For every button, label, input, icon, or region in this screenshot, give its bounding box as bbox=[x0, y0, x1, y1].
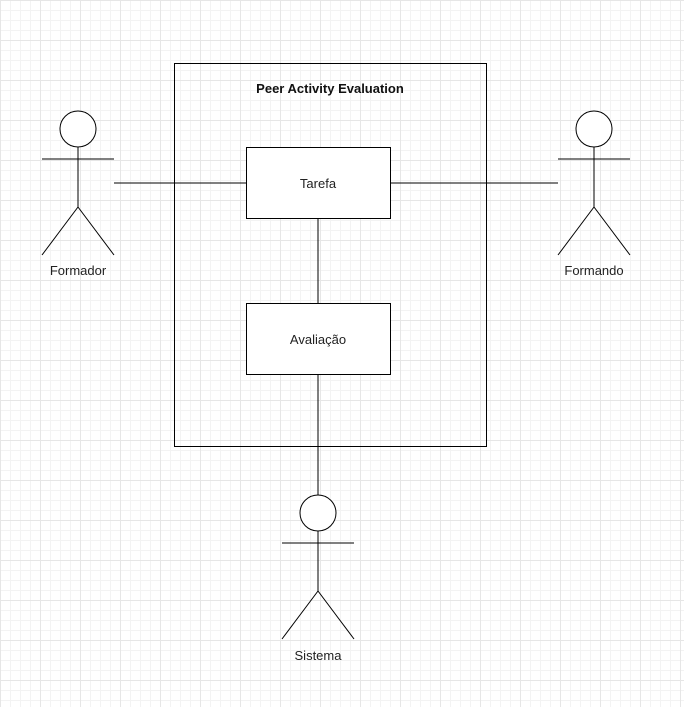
actor-formador[interactable] bbox=[41, 110, 115, 256]
actor-formador-label: Formador bbox=[50, 263, 107, 278]
actor-sistema[interactable] bbox=[281, 494, 355, 640]
system-boundary[interactable] bbox=[174, 63, 487, 447]
actor-formador-head bbox=[59, 110, 97, 148]
use-case-tarefa-label: Tarefa bbox=[300, 176, 337, 191]
actor-formando-head bbox=[575, 110, 613, 148]
use-case-tarefa[interactable]: Tarefa bbox=[246, 147, 391, 219]
use-case-avaliacao[interactable]: Avaliação bbox=[246, 303, 391, 375]
actor-sistema-label: Sistema bbox=[295, 648, 343, 663]
actor-sistema-head bbox=[299, 494, 337, 532]
actor-formando[interactable] bbox=[557, 110, 631, 256]
actor-formando-label: Formando bbox=[564, 263, 623, 278]
use-case-avaliacao-label: Avaliação bbox=[290, 332, 346, 347]
system-title: Peer Activity Evaluation bbox=[256, 81, 404, 96]
